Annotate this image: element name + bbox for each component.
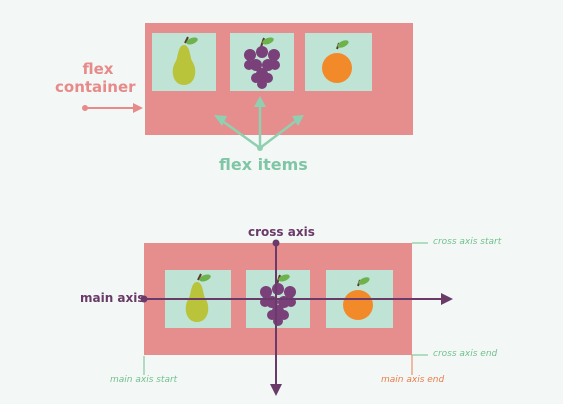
cross-axis-label: cross axis [248, 225, 315, 239]
pear-icon [172, 36, 198, 85]
main-axis-label: main axis [80, 291, 145, 305]
orange-icon [343, 277, 373, 320]
cross-axis-end-label: cross axis end [433, 349, 498, 359]
flex-items-label: flex items [219, 155, 308, 174]
flex-item-orange-top [305, 33, 372, 91]
cross-axis-start-label: cross axis start [433, 237, 502, 247]
flex-container-label-line2: container [55, 78, 136, 96]
orange-icon [322, 40, 352, 83]
main-axis-end-label: main axis end [381, 375, 445, 385]
flex-container-label: flex container [55, 60, 136, 96]
pear-icon [185, 273, 211, 322]
flex-container-label-line1: flex [82, 60, 114, 78]
flex-item-pear-top [152, 33, 216, 91]
flex-item-grapes-top [230, 33, 294, 91]
main-axis-start-label: main axis start [110, 375, 178, 385]
grapes-icon [244, 37, 280, 89]
